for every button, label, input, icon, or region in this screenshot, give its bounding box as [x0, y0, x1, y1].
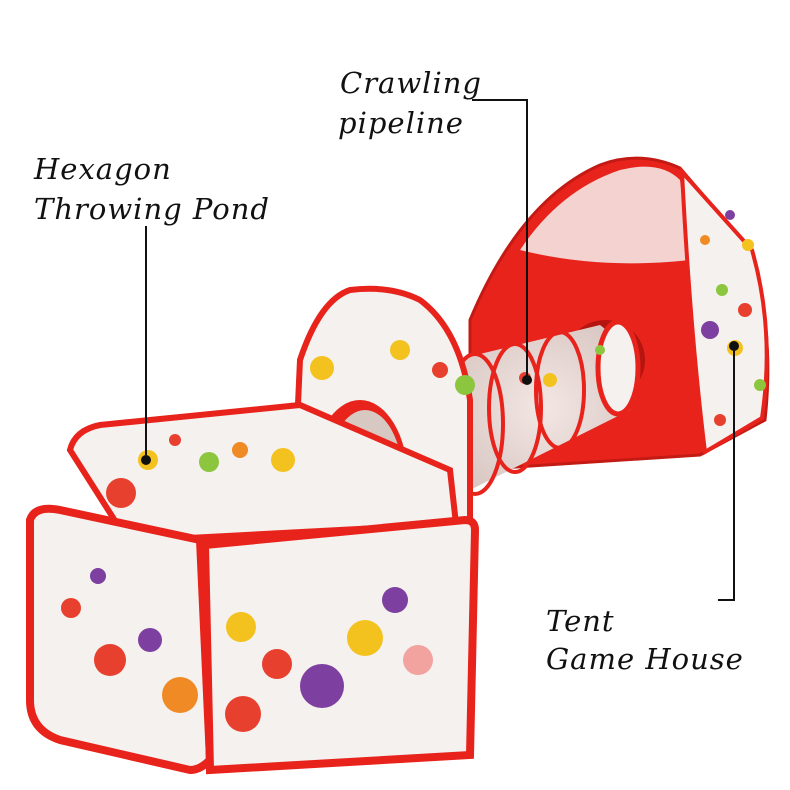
label-hexagon-line2: Throwing Pond [34, 192, 270, 226]
label-tent-line1: Tent [546, 604, 615, 638]
label-crawling-line1: Crawling [340, 66, 482, 100]
callout-line-tent [718, 348, 735, 601]
callout-line-crawling [472, 99, 528, 378]
polka-dots [61, 210, 766, 732]
label-tent-line2: Game House [546, 642, 744, 676]
label-hexagon-line1: Hexagon [34, 152, 172, 186]
label-crawling-line2: pipeline [338, 106, 464, 140]
callout-lines [141, 99, 739, 601]
crawling-tunnel [445, 319, 641, 496]
